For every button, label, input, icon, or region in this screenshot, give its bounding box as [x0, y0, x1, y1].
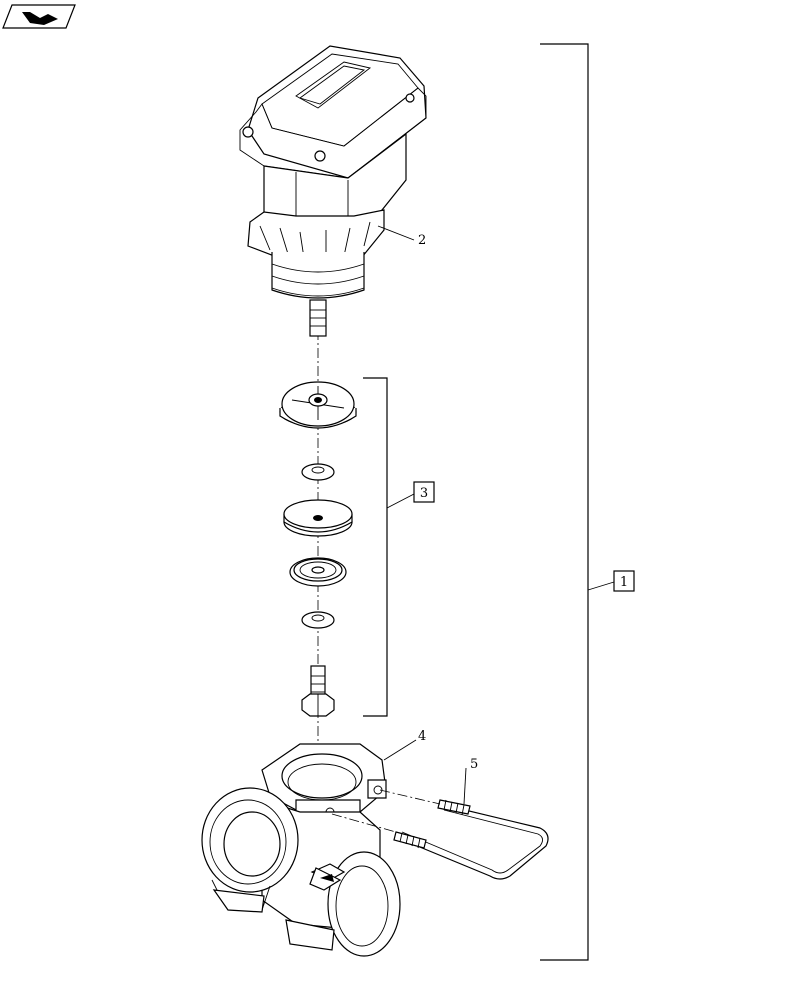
- valve-body[interactable]: [201, 743, 401, 957]
- callout-item-4[interactable]: 4: [418, 729, 426, 744]
- center-line-bolt-upper: [379, 789, 441, 805]
- bracket-item-1: [540, 43, 589, 961]
- small-washer-lower[interactable]: [301, 611, 335, 629]
- callout-item-3[interactable]: 3: [413, 481, 435, 503]
- leader-item-4: [383, 739, 417, 761]
- small-washer-upper[interactable]: [301, 463, 335, 481]
- leader-item-3: [386, 493, 415, 509]
- hex-bolt[interactable]: [301, 665, 335, 717]
- bracket-item-3: [363, 377, 388, 717]
- leader-item-5: [463, 767, 467, 805]
- svg-text:1: 1: [620, 575, 628, 590]
- svg-text:3: 3: [420, 486, 428, 501]
- arrow-forward-icon[interactable]: [2, 4, 76, 29]
- callout-item-2[interactable]: 2: [418, 233, 426, 248]
- leader-item-1: [587, 581, 615, 591]
- flat-washer[interactable]: [283, 499, 353, 537]
- diaphragm-disc[interactable]: [279, 381, 357, 429]
- center-line-bolt-lower: [331, 813, 397, 833]
- callout-item-5[interactable]: 5: [470, 757, 478, 772]
- leader-item-2: [377, 225, 415, 241]
- callout-item-1[interactable]: 1: [613, 570, 635, 592]
- u-bolt[interactable]: [393, 799, 549, 880]
- seal-ring[interactable]: [289, 557, 347, 587]
- actuator-housing[interactable]: [239, 45, 427, 337]
